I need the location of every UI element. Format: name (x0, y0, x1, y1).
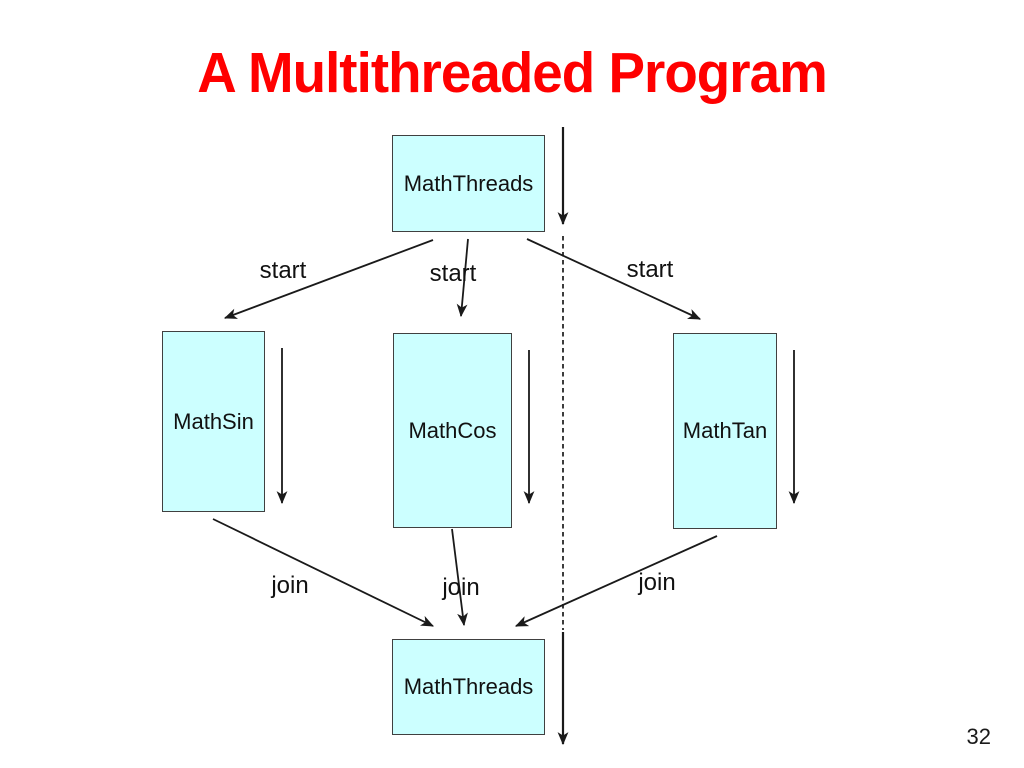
slide-title: A Multithreaded Program (197, 41, 828, 105)
edge-label-start-mid: start (429, 260, 477, 287)
node-mathtan: MathTan (673, 333, 777, 529)
edge-label-join-right: join (638, 569, 676, 596)
node-maththreads-bottom: MathThreads (392, 639, 545, 735)
join-arrow-mathtan (515, 535, 718, 627)
start-arrow-mathsin (223, 239, 434, 319)
node-mathcos-label: MathCos (408, 417, 497, 443)
node-mathtan-label: MathTan (682, 418, 768, 443)
start-arrow-mathtan (526, 238, 701, 320)
node-maththreads-top-label: MathThreads (403, 170, 534, 196)
node-mathsin: MathSin (162, 331, 265, 512)
edge-label-start-right: start (626, 256, 674, 283)
edge-label-join-mid: join (442, 574, 480, 601)
node-maththreads-bottom-label: MathThreads (403, 674, 534, 699)
node-mathsin-label: MathSin (173, 408, 254, 434)
node-mathcos: MathCos (393, 333, 512, 528)
join-arrow-mathsin (212, 518, 434, 627)
page-number: 32 (966, 724, 991, 749)
edge-label-start-left: start (259, 257, 307, 284)
edge-label-join-left: join (271, 572, 309, 599)
node-maththreads-top: MathThreads (392, 135, 545, 232)
